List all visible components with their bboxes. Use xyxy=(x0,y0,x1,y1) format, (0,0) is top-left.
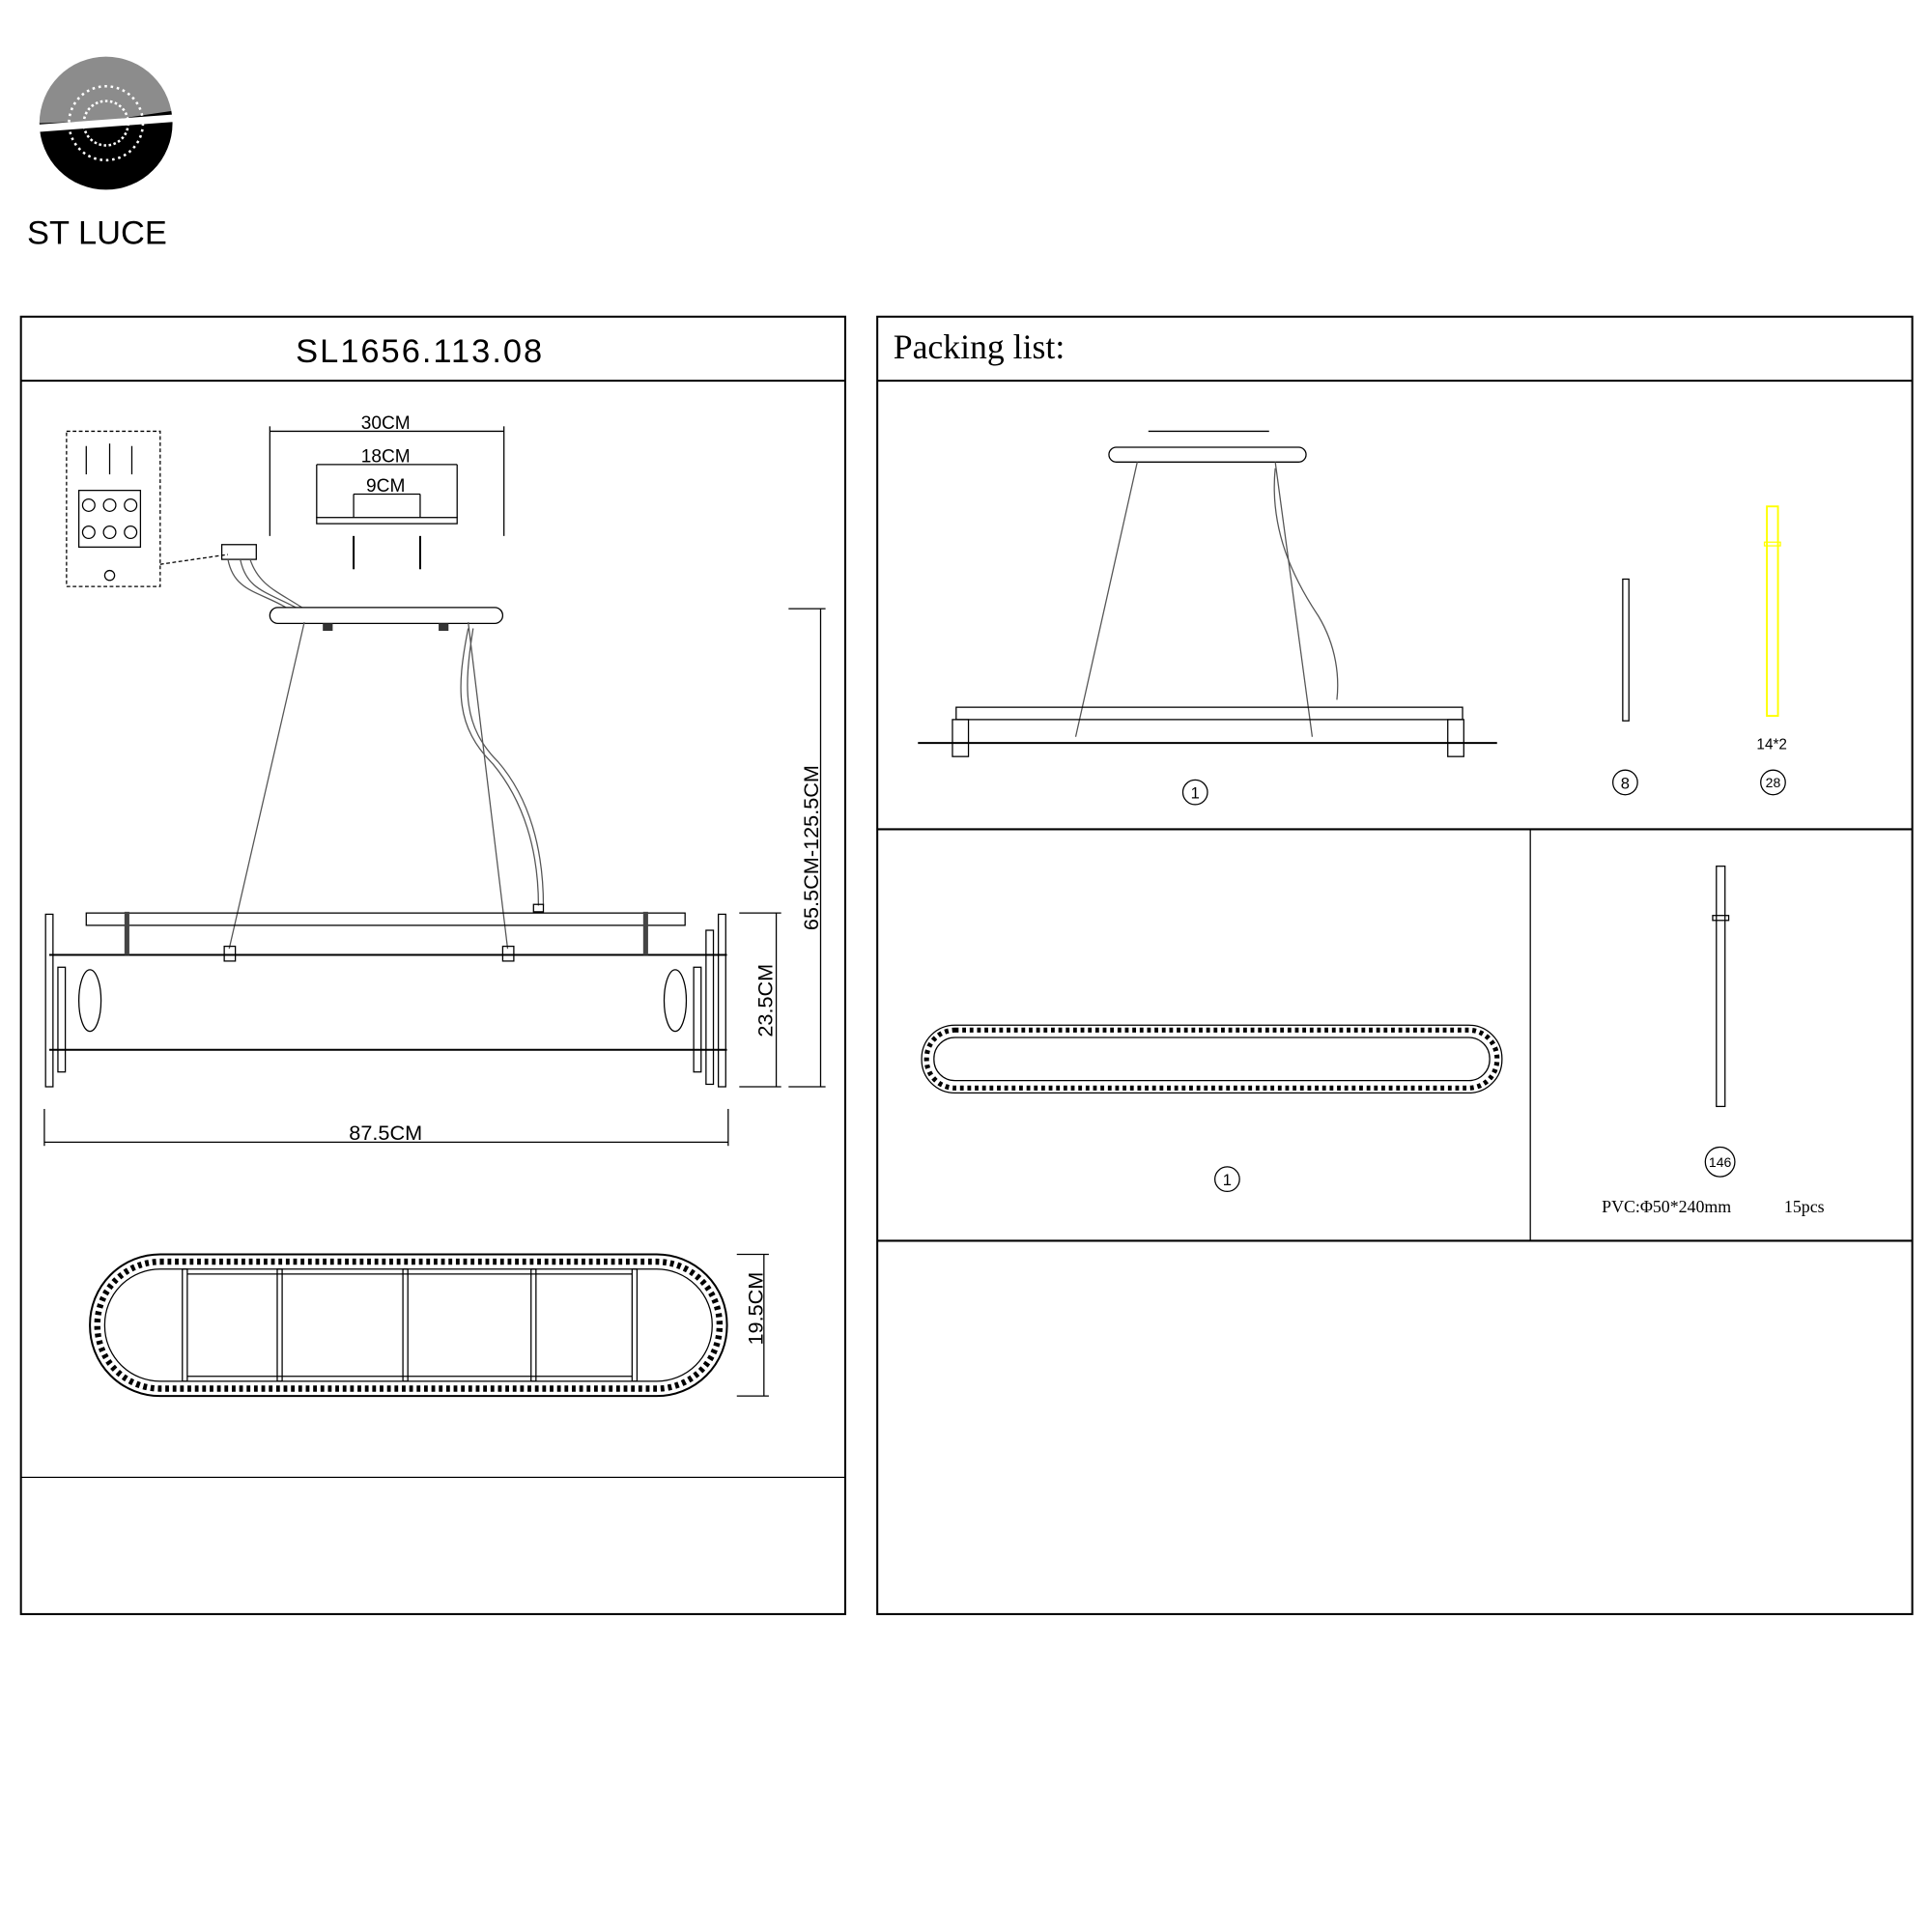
brand-logo: ST LUCE xyxy=(27,50,173,252)
front-dimensions: 87.5CM 23.5CM 65.5CM-125.5CM xyxy=(43,608,826,1147)
packing-list-title: Packing list: xyxy=(894,327,1065,366)
packing-list-frame xyxy=(876,315,1914,1615)
left-panel-frame xyxy=(19,315,847,1615)
item-146-label: 146 xyxy=(1709,1154,1732,1170)
packing-item-rod: 8 xyxy=(1612,578,1638,796)
item-28-label: 28 xyxy=(1766,775,1781,790)
packing-item-crystal-rod: 14*2 28 xyxy=(1756,505,1787,796)
dim-screw-spacing: 9CM xyxy=(366,476,405,497)
item-1b-label: 1 xyxy=(1223,1171,1232,1189)
model-number: SL1656.113.08 xyxy=(296,333,542,370)
dim-mount-width: 18CM xyxy=(361,446,411,467)
dim-total-length: 87.5CM xyxy=(349,1121,422,1145)
dim-canopy-width: 30CM xyxy=(361,413,411,434)
packing-item-pvc-tube: 146 PVC:Φ50*240mm 15pcs xyxy=(1602,866,1825,1216)
packing-item-ring: 1 xyxy=(921,1024,1503,1193)
item-146-spec: PVC:Φ50*240mm xyxy=(1602,1197,1731,1216)
item-146-qty: 15pcs xyxy=(1784,1197,1825,1216)
canopy-dimensions: 30CM 18CM 9CM xyxy=(269,413,505,570)
fixture-front-view xyxy=(44,544,727,1088)
item-28-note: 14*2 xyxy=(1756,737,1786,753)
dim-body-width: 19.5CM xyxy=(744,1272,768,1346)
fixture-top-view: 19.5CM xyxy=(89,1253,769,1398)
item-8-label: 8 xyxy=(1621,774,1630,792)
packing-item-fixture: 1 xyxy=(918,430,1497,806)
item-1-label: 1 xyxy=(1191,784,1200,803)
dim-body-height: 23.5CM xyxy=(753,964,778,1037)
brand-name: ST LUCE xyxy=(27,215,167,252)
dim-hanging-height: 65.5CM-125.5CM xyxy=(799,765,823,930)
terminal-block-inset xyxy=(66,430,229,587)
